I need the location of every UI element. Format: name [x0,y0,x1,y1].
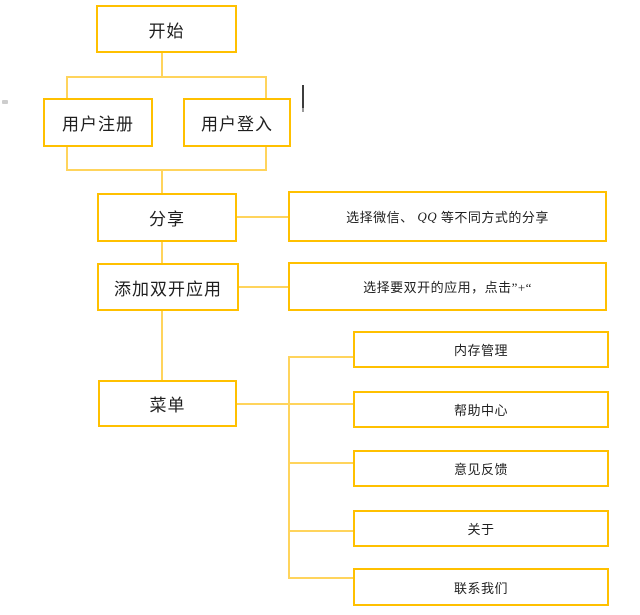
flow-node-login[interactable]: 用户登入 [183,98,291,147]
flow-node-share-label: 分享 [149,210,185,229]
flow-node-contact-us-label: 联系我们 [453,580,508,596]
flow-note-share-text-qq: QQ [417,208,438,224]
connector-share-stem [161,169,163,193]
connector-merge-bar [66,169,267,171]
flow-node-memory-management-label: 内存管理 [453,343,508,358]
connector-start-stem [161,53,163,76]
flow-node-register-label: 用户注册 [62,115,134,134]
connector-branch-about [288,530,353,532]
flow-node-about[interactable]: 关于 [353,510,609,547]
connector-merge-right [265,147,267,169]
flow-note-add-app-text: 选择要双开的应用，点击”+“ [363,280,532,295]
flow-node-contact-us[interactable]: 联系我们 [353,568,609,606]
connector-branch-memory-management [288,356,353,358]
connector-add-app-note [239,286,288,288]
connector-add-app-stem [161,242,163,263]
flow-node-memory-management[interactable]: 内存管理 [353,331,609,368]
flow-node-menu[interactable]: 菜单 [98,380,237,427]
text-cursor-tip [302,108,304,112]
connector-menu-trunk [288,356,290,579]
flow-node-add-dual-app-label: 添加双开应用 [114,279,222,299]
flow-note-share-text-prefix: 选择微信、 [346,210,418,225]
connector-share-note [237,216,288,218]
flow-node-help-center-label: 帮助中心 [453,403,508,418]
connector-merge-left [66,147,68,169]
connector-branch-contact-us [288,577,353,579]
flow-note-add-app[interactable]: 选择要双开的应用，点击”+“ [288,262,607,311]
flow-node-start-label: 开始 [148,21,185,41]
connector-start-branch [66,76,267,78]
flow-note-share-text-suffix: 等不同方式的分享 [437,210,549,225]
flow-node-about-label: 关于 [467,522,495,537]
connector-drop-register [66,76,68,98]
flow-node-add-dual-app[interactable]: 添加双开应用 [97,263,239,311]
connector-drop-login [265,76,267,98]
flow-node-menu-label: 菜单 [149,396,186,415]
flow-node-start[interactable]: 开始 [96,5,237,53]
flow-node-help-center[interactable]: 帮助中心 [353,391,609,428]
flow-node-login-label: 用户登入 [201,115,273,134]
connector-branch-feedback [288,462,353,464]
connector-menu-trunk-link [237,403,290,405]
connector-branch-help-center [288,403,353,405]
flow-node-share[interactable]: 分享 [97,193,237,242]
text-cursor [302,85,304,108]
flow-note-share[interactable]: 选择微信、 QQ 等不同方式的分享 [288,191,607,242]
flow-node-feedback-label: 意见反馈 [453,462,508,477]
flow-node-feedback[interactable]: 意见反馈 [353,450,609,487]
stray-mark [2,100,8,104]
connector-menu-stem [161,311,163,380]
flow-node-register[interactable]: 用户注册 [43,98,153,147]
